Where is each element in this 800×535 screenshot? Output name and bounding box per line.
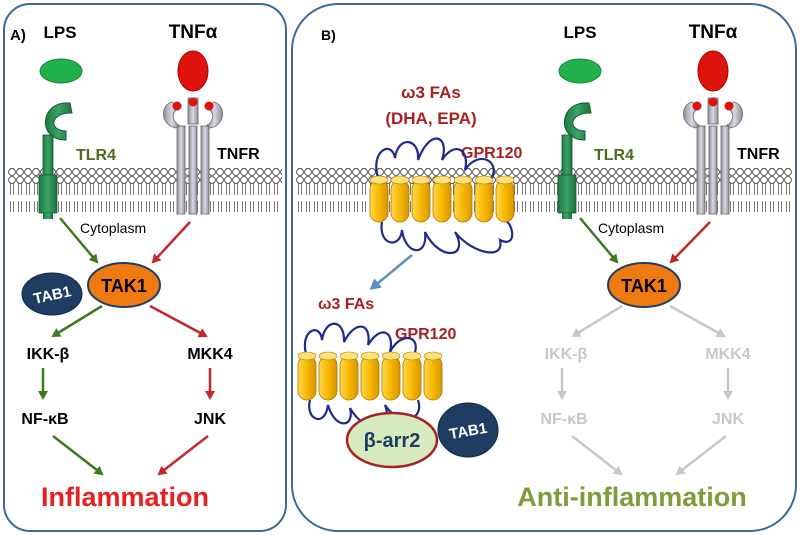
fas-top-line1: ω3 FAs xyxy=(401,83,461,102)
mkk4-label-a: MKK4 xyxy=(187,346,232,363)
outcome-label-a: Inflammation xyxy=(41,482,209,512)
fas-bottom-label: ω3 FAs xyxy=(318,296,374,313)
tak1-node-a xyxy=(87,262,161,308)
cytoplasm-label-a: Cytoplasm xyxy=(80,220,146,236)
lps-label-a: LPS xyxy=(43,23,76,42)
jnk-label-b: JNK xyxy=(712,411,744,428)
tab1-label-b: TAB1 xyxy=(448,420,488,443)
tlr4-receptor-a xyxy=(38,102,73,219)
fas-top-line2: (DHA, EPA) xyxy=(385,109,476,128)
arrow-nfkb-outcome-a xyxy=(52,435,104,476)
jnk-label-a: JNK xyxy=(194,411,226,428)
ikk-label-a: IKK-β xyxy=(27,346,70,363)
arrow-tlr4-tak1-a xyxy=(59,217,99,264)
mkk4-label-b: MKK4 xyxy=(705,346,750,363)
arrow-nfkb-outcome-b xyxy=(571,435,623,476)
nfkb-label-a: NF-κB xyxy=(21,411,68,428)
arrow-internalization xyxy=(369,254,413,290)
arrow-tak1-mkk4-b xyxy=(669,304,726,338)
tab1-node-b xyxy=(437,402,499,458)
tnf-label-a: TNFα xyxy=(169,22,218,43)
arrow-tak1-ikk-a xyxy=(51,304,103,338)
arrow-jnk-outcome-a xyxy=(157,435,209,476)
nfkb-label-b: NF-κB xyxy=(540,411,587,428)
lps-label-b: LPS xyxy=(563,23,596,42)
tak1-label-b: TAK1 xyxy=(621,276,667,296)
lps-ligand-a xyxy=(39,58,83,84)
ikk-label-b: IKK-β xyxy=(545,346,588,363)
tak1-node-b xyxy=(607,262,681,308)
panel-a-frame xyxy=(3,3,287,532)
arrow-tak1-ikk-b xyxy=(571,304,623,338)
tnf-ligand-b xyxy=(697,50,729,92)
tlr4-label-a: TLR4 xyxy=(76,147,116,164)
panel-a-letter: A) xyxy=(10,27,26,44)
arrow-jnk-outcome-b xyxy=(675,435,727,476)
arrow-tnfr-tak1-a xyxy=(151,221,191,264)
arrow-tlr4-tak1-b xyxy=(579,217,619,264)
barr2-label: β-arr2 xyxy=(364,430,421,452)
tlr4-label-b: TLR4 xyxy=(594,147,634,164)
panel-b-letter: B) xyxy=(321,27,336,43)
arrow-tnfr-tak1-b xyxy=(669,221,711,264)
panel-b-frame xyxy=(291,3,797,532)
tnf-ligand-a xyxy=(177,50,209,92)
tlr4-receptor-b xyxy=(557,102,592,219)
gpr120-top-label: GPR120 xyxy=(461,145,522,162)
tnfr-label-a: TNFR xyxy=(217,146,260,163)
cytoplasm-label-b: Cytoplasm xyxy=(598,220,664,236)
gpr120-receptor-top xyxy=(369,137,515,255)
gpr120-receptor-bottom xyxy=(297,322,443,428)
barr2-node xyxy=(345,411,439,469)
tab1-node-a xyxy=(21,272,83,316)
tnfr-receptor-b xyxy=(683,97,743,215)
tnfr-label-b: TNFR xyxy=(737,146,780,163)
tnfr-receptor-a xyxy=(163,97,223,215)
tak1-label-a: TAK1 xyxy=(101,276,147,296)
gpr120-bottom-label: GPR120 xyxy=(395,326,456,343)
arrow-tak1-mkk4-a xyxy=(149,304,208,338)
outcome-label-b: Anti-inflammation xyxy=(517,482,747,512)
tnf-label-b: TNFα xyxy=(689,22,738,43)
lps-ligand-b xyxy=(558,58,602,84)
